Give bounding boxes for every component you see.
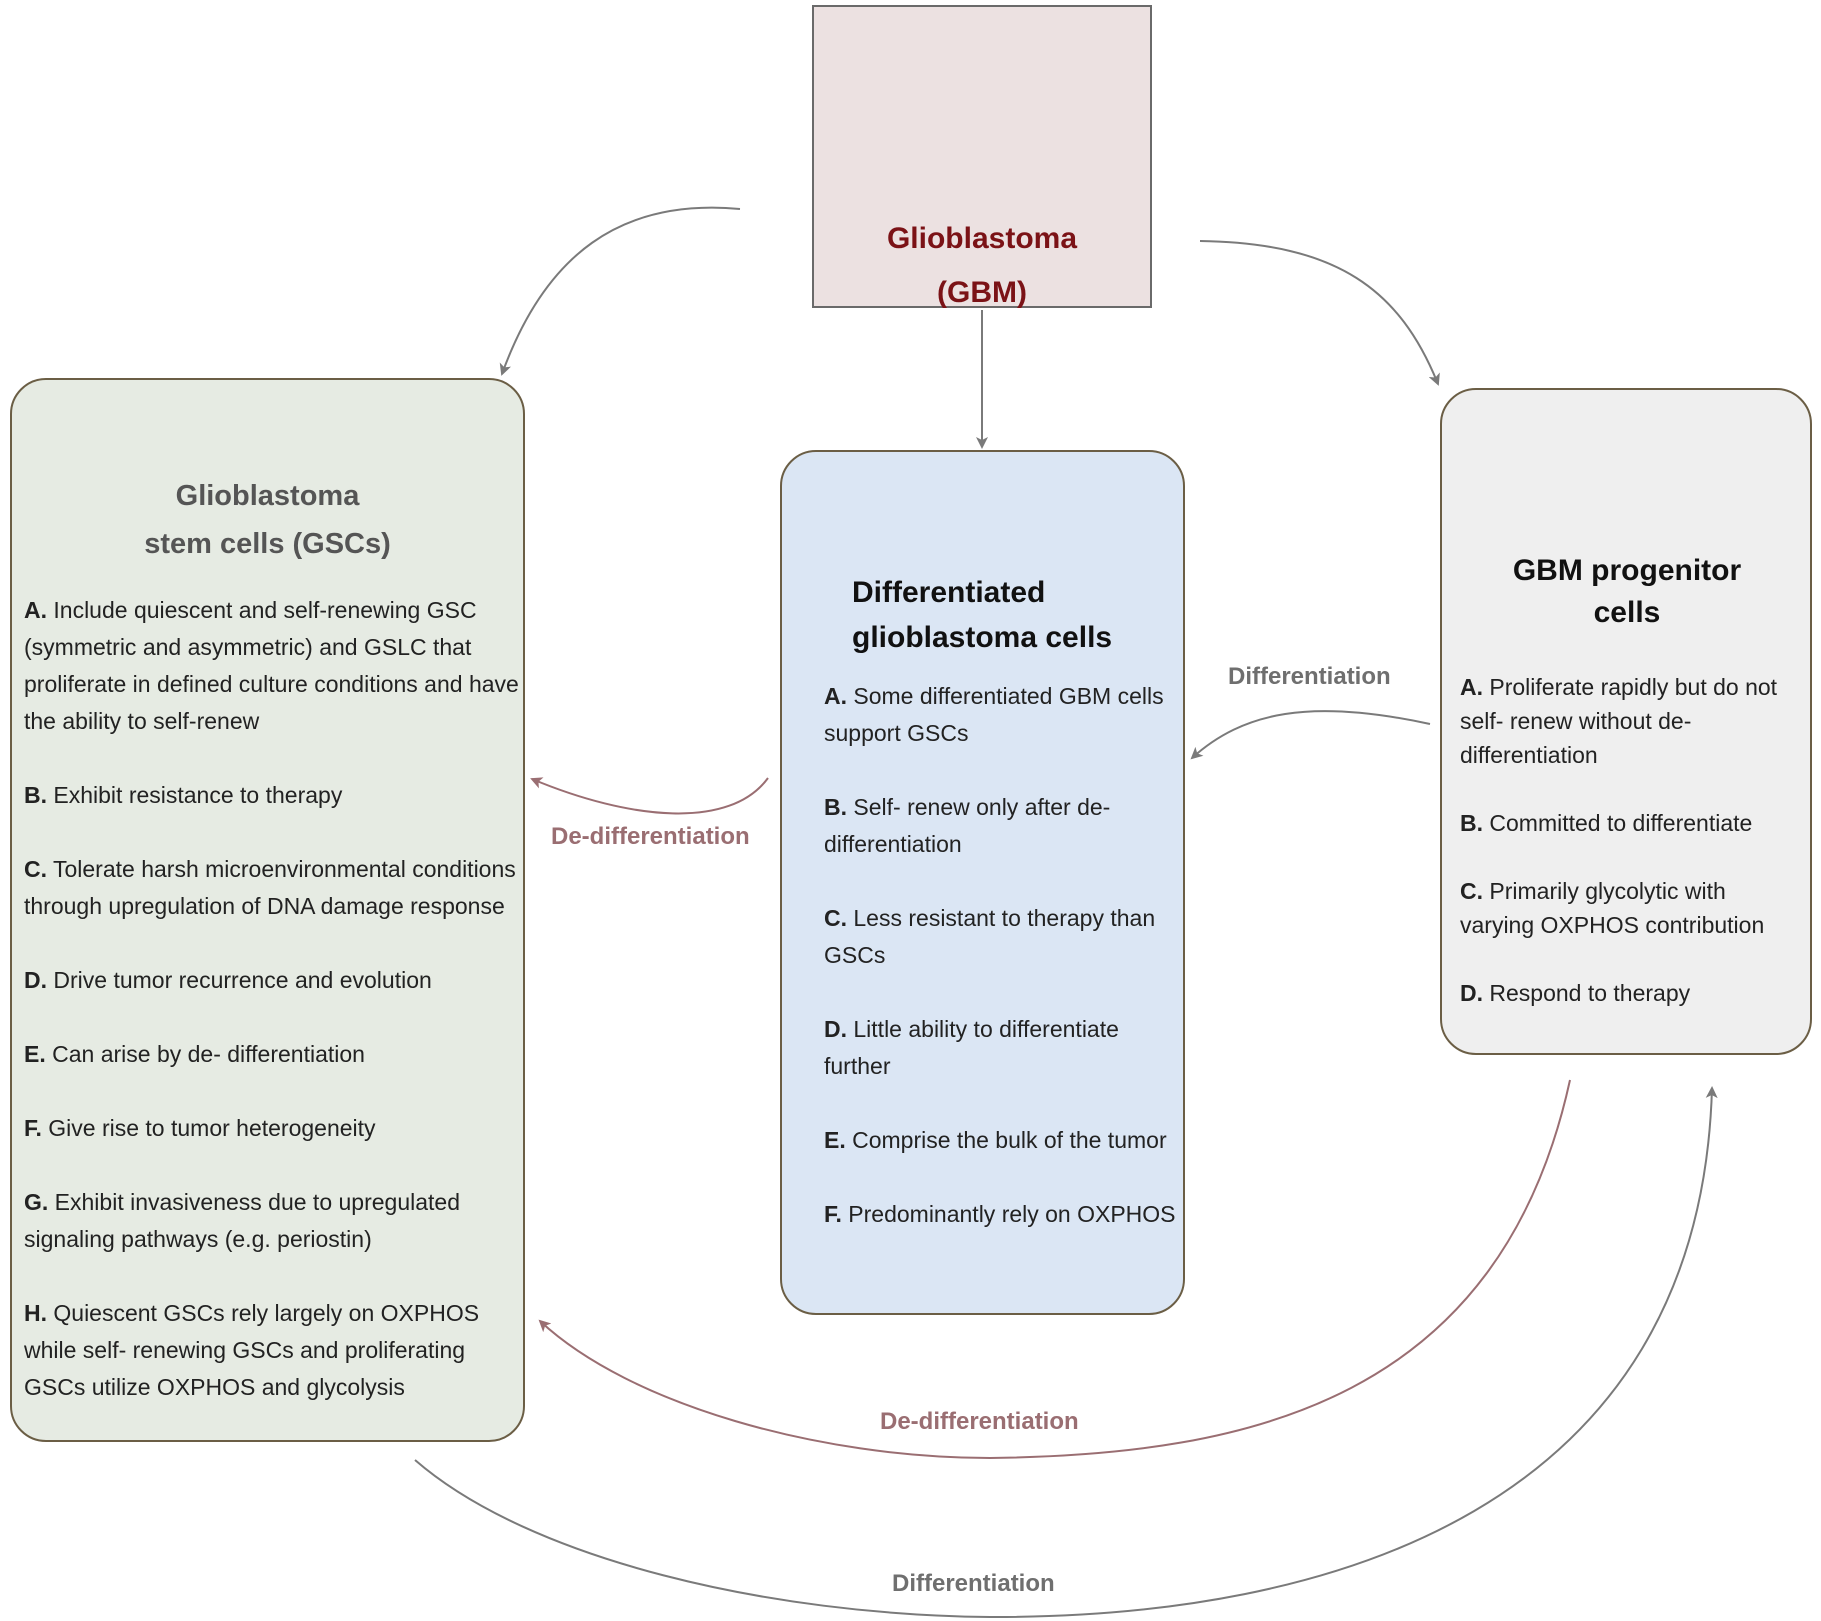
gsc-item: F. Give rise to tumor heterogeneity — [24, 1110, 519, 1147]
gsc-item: B. Exhibit resistance to therapy — [24, 777, 519, 814]
arrow-gsc-to-progenitor — [414, 1086, 1718, 1619]
progenitor-item: C. Primarily glycolytic with varying OXP… — [1460, 874, 1805, 942]
item-letter: F. — [24, 1115, 42, 1141]
label-dedifferentiation-progenitor-to-gsc: De-differentiation — [880, 1408, 1079, 1435]
glioblastoma-title-line1: Glioblastoma — [886, 222, 1078, 255]
label-differentiation-gsc-to-progenitor: Differentiation — [892, 1570, 1055, 1597]
item-text: Less resistant to therapy than GSCs — [824, 905, 1156, 968]
gsc-item: C. Tolerate harsh microenvironmental con… — [24, 851, 519, 925]
item-text: Predominantly rely on OXPHOS — [848, 1201, 1176, 1227]
item-text: Primarily glycolytic with varying OXPHOS… — [1460, 878, 1765, 938]
item-text: Give rise to tumor heterogeneity — [48, 1115, 376, 1141]
glioblastoma-title: Glioblastoma (GBM) — [814, 212, 1150, 320]
item-letter: B. — [24, 782, 47, 808]
gsc-box: Glioblastoma stem cells (GSCs) A. Includ… — [10, 378, 525, 1442]
glioblastoma-title-line2: (GBM) — [937, 276, 1027, 309]
item-text: Include quiescent and self-renewing GSC … — [24, 597, 519, 734]
item-text: Little ability to differentiate further — [824, 1016, 1119, 1079]
progenitor-box: GBM progenitor cells A. Proliferate rapi… — [1440, 388, 1812, 1055]
glioblastoma-box: Glioblastoma (GBM) — [812, 5, 1152, 309]
progenitor-properties-list: A. Proliferate rapidly but do not self- … — [1460, 670, 1805, 1044]
progenitor-item: D. Respond to therapy — [1460, 976, 1805, 1010]
arrow-progenitor-to-gsc — [538, 1079, 1571, 1460]
item-letter: B. — [1460, 810, 1483, 836]
item-letter: G. — [24, 1189, 49, 1215]
item-letter: D. — [24, 967, 47, 993]
item-text: Drive tumor recurrence and evolution — [53, 967, 432, 993]
gsc-properties-list: A. Include quiescent and self-renewing G… — [24, 592, 519, 1443]
item-text: Respond to therapy — [1489, 980, 1691, 1006]
gsc-item: H. Quiescent GSCs rely largely on OXPHOS… — [24, 1295, 519, 1406]
progenitor-title-line1: GBM progenitor — [1512, 554, 1742, 587]
item-letter: D. — [824, 1016, 847, 1042]
item-text: Quiescent GSCs rely largely on OXPHOS wh… — [24, 1300, 480, 1400]
gsc-item: E. Can arise by de- differentiation — [24, 1036, 519, 1073]
differentiated-item: B. Self- renew only after de- differenti… — [824, 789, 1179, 863]
differentiated-item: C. Less resistant to therapy than GSCs — [824, 900, 1179, 974]
gsc-title-line1: Glioblastoma — [175, 480, 360, 512]
item-letter: B. — [824, 794, 847, 820]
differentiated-item: E. Comprise the bulk of the tumor — [824, 1122, 1179, 1159]
gsc-title-line2: stem cells (GSCs) — [144, 528, 391, 560]
item-letter: A. — [824, 683, 847, 709]
item-text: Exhibit resistance to therapy — [53, 782, 343, 808]
gsc-item: D. Drive tumor recurrence and evolution — [24, 962, 519, 999]
differentiated-title: Differentiated glioblastoma cells — [852, 570, 1152, 660]
differentiated-item: A. Some differentiated GBM cells support… — [824, 678, 1179, 752]
item-text: Proliferate rapidly but do not self- ren… — [1460, 674, 1778, 768]
item-letter: C. — [1460, 878, 1483, 904]
item-text: Exhibit invasiveness due to upregulated … — [24, 1189, 460, 1252]
differentiated-title-line2: glioblastoma cells — [852, 621, 1113, 654]
progenitor-item: B. Committed to differentiate — [1460, 806, 1805, 840]
gsc-title: Glioblastoma stem cells (GSCs) — [12, 472, 523, 568]
item-letter: C. — [824, 905, 847, 931]
differentiated-title-line1: Differentiated — [852, 576, 1046, 609]
arrow-gbm-to-progenitor — [1199, 240, 1440, 386]
item-text: Committed to differentiate — [1489, 810, 1753, 836]
differentiated-item: F. Predominantly rely on OXPHOS — [824, 1196, 1179, 1233]
item-text: Comprise the bulk of the tumor — [852, 1127, 1167, 1153]
item-text: Some differentiated GBM cells support GS… — [824, 683, 1164, 746]
item-letter: F. — [824, 1201, 842, 1227]
item-letter: A. — [24, 597, 47, 623]
item-letter: E. — [824, 1127, 846, 1153]
progenitor-title-line2: cells — [1593, 596, 1661, 629]
item-text: Tolerate harsh microenvironmental condit… — [24, 856, 516, 919]
gsc-item: A. Include quiescent and self-renewing G… — [24, 592, 519, 740]
differentiated-box: Differentiated glioblastoma cells A. Som… — [780, 450, 1185, 1315]
gsc-item: G. Exhibit invasiveness due to upregulat… — [24, 1184, 519, 1258]
arrow-differentiated-to-gsc — [530, 777, 769, 815]
differentiated-item: D. Little ability to differentiate furth… — [824, 1011, 1179, 1085]
progenitor-item: A. Proliferate rapidly but do not self- … — [1460, 670, 1805, 772]
item-text: Can arise by de- differentiation — [52, 1041, 365, 1067]
item-letter: H. — [24, 1300, 47, 1326]
item-letter: D. — [1460, 980, 1483, 1006]
item-letter: E. — [24, 1041, 46, 1067]
item-letter: A. — [1460, 674, 1483, 700]
label-differentiation-progenitor-to-differentiated: Differentiation — [1228, 663, 1391, 690]
arrow-gbm-to-gsc — [499, 206, 741, 376]
arrow-progenitor-to-differentiated — [1190, 710, 1431, 760]
differentiated-properties-list: A. Some differentiated GBM cells support… — [824, 678, 1179, 1270]
progenitor-title: GBM progenitor cells — [1482, 550, 1772, 634]
item-letter: C. — [24, 856, 47, 882]
label-dedifferentiation-differentiated-to-gsc: De-differentiation — [551, 823, 750, 850]
item-text: Self- renew only after de- differentiati… — [824, 794, 1111, 857]
